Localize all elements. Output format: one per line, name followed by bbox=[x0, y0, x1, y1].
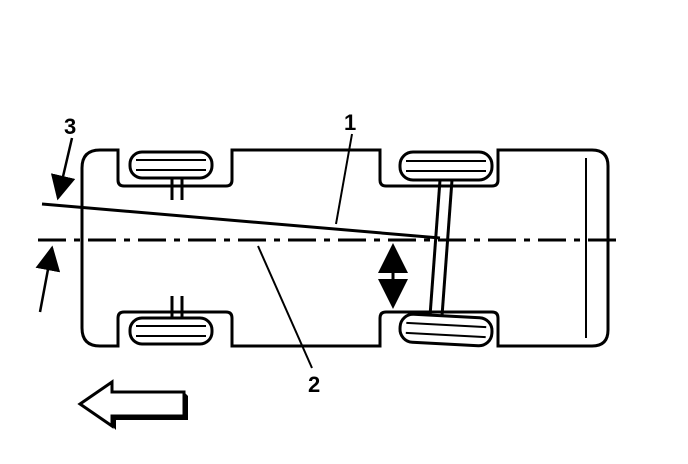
rear-left-wheel bbox=[398, 150, 494, 182]
front-right-wheel bbox=[128, 296, 214, 346]
rear-axle bbox=[428, 179, 454, 317]
callout-1-leader bbox=[335, 133, 353, 225]
thrust-angle-arrow-top bbox=[50, 137, 76, 201]
thrust-line bbox=[41, 202, 441, 240]
callout-2-leader bbox=[257, 245, 313, 369]
callout-3-label: 3 bbox=[64, 114, 76, 139]
callout-1-label: 1 bbox=[344, 110, 356, 135]
thrust-angle-arrow-bottom bbox=[35, 245, 61, 313]
front-left-wheel bbox=[128, 150, 214, 200]
vehicle-body-outline bbox=[80, 148, 610, 348]
rear-right-wheel bbox=[398, 312, 494, 348]
callout-2-label: 2 bbox=[308, 372, 320, 397]
